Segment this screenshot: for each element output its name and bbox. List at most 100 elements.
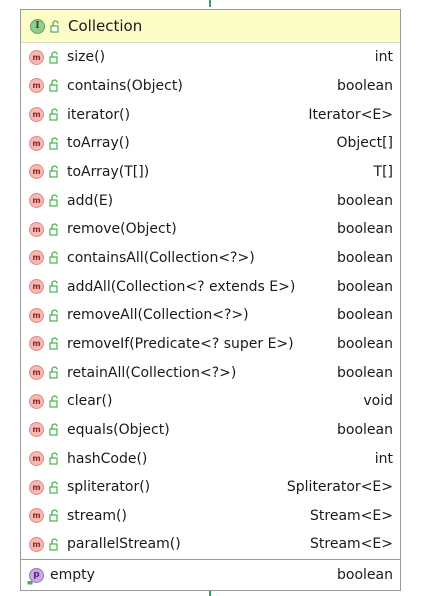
method-name: contains(Object) <box>67 77 183 94</box>
method-return-type: boolean <box>337 192 393 209</box>
method-row[interactable]: m stream() Stream<E> <box>21 502 400 531</box>
public-lock-icon <box>49 366 59 379</box>
public-lock-icon <box>49 452 59 465</box>
class-header[interactable]: I Collection <box>21 10 400 43</box>
method-row[interactable]: m addAll(Collection<? extends E>) boolean <box>21 272 400 301</box>
method-return-type: boolean <box>337 278 393 295</box>
method-return-type: Stream<E> <box>310 536 393 553</box>
method-icon: m <box>29 479 44 495</box>
public-lock-icon <box>49 108 59 121</box>
method-icon: m <box>29 250 44 266</box>
public-lock-icon <box>49 79 59 93</box>
method-row[interactable]: m parallelStream() Stream<E> <box>21 530 400 559</box>
method-name: clear() <box>67 393 113 410</box>
public-lock-icon <box>49 509 59 522</box>
method-row[interactable]: m iterator() Iterator<E> <box>21 100 400 129</box>
method-return-type: boolean <box>337 221 393 238</box>
method-icon: m <box>29 221 44 237</box>
public-lock-icon <box>49 395 59 408</box>
public-lock-icon <box>49 481 59 494</box>
method-name: equals(Object) <box>67 421 170 438</box>
method-return-type: boolean <box>337 249 393 266</box>
method-icon: m <box>29 279 44 295</box>
public-lock-icon <box>49 51 59 64</box>
method-row[interactable]: m retainAll(Collection<?>) boolean <box>21 358 400 387</box>
method-row[interactable]: m add(E) boolean <box>21 186 400 215</box>
public-lock-icon <box>49 538 59 551</box>
property-name: empty <box>50 567 95 583</box>
method-return-type: Iterator<E> <box>308 106 393 123</box>
method-icon: m <box>29 422 44 438</box>
method-return-type: Object[] <box>336 135 393 152</box>
method-return-type: int <box>374 49 393 66</box>
method-return-type: boolean <box>337 364 393 381</box>
method-name: removeIf(Predicate<? super E>) <box>67 335 294 352</box>
method-row[interactable]: m equals(Object) boolean <box>21 416 400 445</box>
method-row[interactable]: m containsAll(Collection<?>) boolean <box>21 244 400 273</box>
method-name: removeAll(Collection<?>) <box>67 307 249 324</box>
method-return-type: boolean <box>337 421 393 438</box>
method-icon: m <box>29 365 44 381</box>
method-icon: m <box>29 393 44 409</box>
method-return-type: int <box>374 450 393 467</box>
method-row[interactable]: m size() int <box>21 43 400 72</box>
top-connector-line <box>209 0 211 7</box>
property-row[interactable]: p empty boolean <box>21 560 400 590</box>
method-name: toArray(T[]) <box>67 163 150 180</box>
method-name: addAll(Collection<? extends E>) <box>67 278 296 295</box>
method-row[interactable]: m spliterator() Spliterator<E> <box>21 473 400 502</box>
public-lock-icon <box>49 194 59 207</box>
method-row[interactable]: m removeIf(Predicate<? super E>) boolean <box>21 330 400 359</box>
method-return-type: void <box>363 393 393 410</box>
public-lock-icon <box>49 309 59 322</box>
method-name: iterator() <box>67 106 131 123</box>
public-lock-icon <box>49 280 59 293</box>
member-divider <box>21 559 400 560</box>
public-lock-icon <box>49 223 59 236</box>
method-return-type: boolean <box>337 335 393 352</box>
method-icon: m <box>29 78 44 94</box>
method-row[interactable]: m removeAll(Collection<?>) boolean <box>21 301 400 330</box>
method-icon: m <box>29 164 44 180</box>
method-list: m size() int m contains(Object) boolean m itera… <box>21 43 400 559</box>
method-return-type: Stream<E> <box>310 507 393 524</box>
property-lock-icon <box>27 580 33 584</box>
method-icon: m <box>29 193 44 209</box>
class-title: Collection <box>68 17 143 35</box>
method-return-type: boolean <box>337 307 393 324</box>
method-name: add(E) <box>67 192 114 209</box>
method-icon: m <box>29 307 44 323</box>
uml-class-box[interactable]: I Collection m size() int m contains(Object)… <box>20 9 401 591</box>
method-icon: m <box>29 107 44 123</box>
method-row[interactable]: m clear() void <box>21 387 400 416</box>
method-icon: m <box>29 536 44 552</box>
public-lock-icon <box>49 251 59 265</box>
public-lock-icon <box>50 19 60 33</box>
method-row[interactable]: m contains(Object) boolean <box>21 72 400 101</box>
interface-icon: I <box>30 18 45 34</box>
public-lock-icon <box>49 337 59 350</box>
property-type: boolean <box>337 567 393 583</box>
method-name: retainAll(Collection<?>) <box>67 364 237 381</box>
method-icon: m <box>29 49 44 65</box>
method-return-type: Spliterator<E> <box>286 479 393 496</box>
bottom-connector-line <box>209 591 211 596</box>
method-name: spliterator() <box>67 479 151 496</box>
method-return-type: boolean <box>337 77 393 94</box>
public-lock-icon <box>49 423 59 436</box>
method-name: containsAll(Collection<?>) <box>67 249 255 266</box>
public-lock-icon <box>49 137 59 150</box>
method-icon: m <box>29 336 44 352</box>
public-lock-icon <box>49 165 59 179</box>
method-name: stream() <box>67 507 127 524</box>
method-name: parallelStream() <box>67 536 181 553</box>
method-icon: m <box>29 508 44 524</box>
method-name: toArray() <box>67 135 130 152</box>
method-icon: m <box>29 451 44 467</box>
method-name: size() <box>67 49 106 66</box>
